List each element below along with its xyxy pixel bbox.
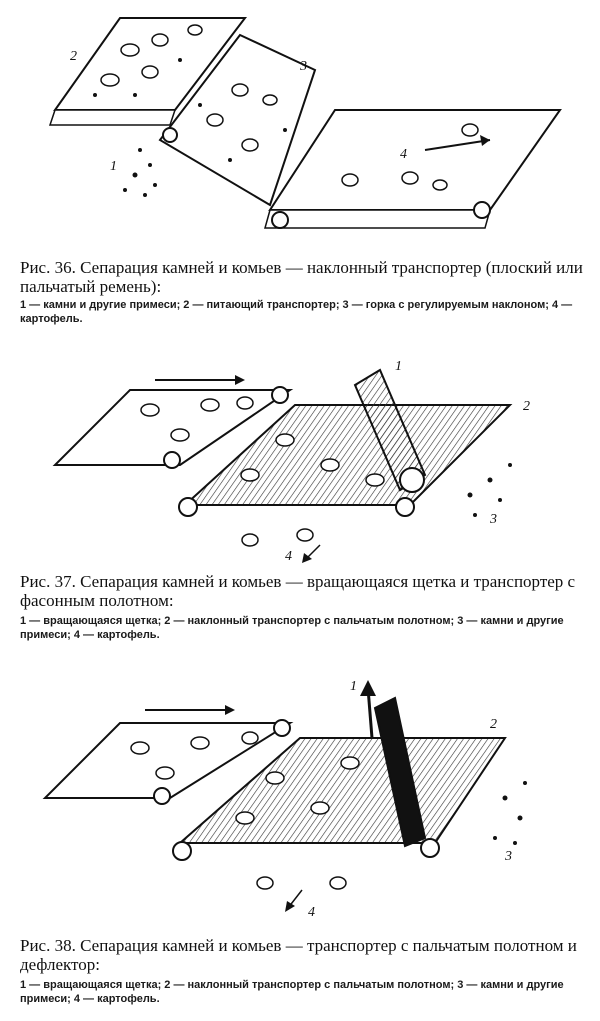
direction-arrow (155, 375, 245, 385)
potatoes-falling (256, 876, 347, 912)
figure-37-legend: 1 — вращающаяся щетка; 2 — наклонный тра… (20, 615, 564, 641)
figure-38-label-2: 2 (490, 717, 497, 732)
potatoes-falling (241, 528, 321, 563)
figure-36-label-3: 3 (299, 59, 307, 74)
figure-37-illustration: 1 2 3 4 (0, 345, 600, 570)
feed-conveyor (42, 719, 294, 805)
figure-36-label-4: 4 (400, 147, 407, 162)
figure-38-illustration: 1 2 3 4 (0, 668, 600, 923)
rotating-brush (353, 368, 427, 493)
feed-conveyor (48, 17, 248, 126)
stones (467, 463, 512, 517)
figure-38-label-4: 4 (308, 905, 315, 920)
figure-37-label-4: 4 (285, 549, 292, 564)
feed-conveyor (52, 386, 294, 469)
direction-arrow (145, 705, 235, 715)
figure-37-label-2: 2 (523, 399, 530, 414)
figure-37-label-3: 3 (489, 512, 497, 527)
figure-37-caption: Рис. 37. Сепарация камней и комьев — вра… (20, 572, 576, 610)
stones (493, 781, 527, 845)
finger-belt-conveyor (172, 737, 507, 861)
figure-36-label-1: 1 (110, 159, 117, 174)
falling-stones (123, 148, 157, 197)
deflector (360, 680, 427, 848)
figure-36-caption: Рис. 36. Сепарация камней и комьев — нак… (20, 258, 583, 296)
figure-36-illustration: 2 3 1 4 (0, 0, 600, 245)
figure-38-label-3: 3 (504, 849, 512, 864)
finger-belt-conveyor (178, 404, 513, 517)
output-conveyor (264, 109, 562, 229)
figure-36-label-2: 2 (70, 49, 77, 64)
figure-38-label-1: 1 (350, 679, 357, 694)
inclined-slide (158, 33, 317, 207)
figure-37-label-1: 1 (395, 359, 402, 374)
figure-36-legend: 1 — камни и другие примеси; 2 — питающий… (20, 299, 573, 325)
figure-38-caption: Рис. 38. Сепарация камней и комьев — тра… (20, 936, 577, 974)
figure-38-legend: 1 — вращающаяся щетка; 2 — наклонный тра… (20, 979, 564, 1005)
